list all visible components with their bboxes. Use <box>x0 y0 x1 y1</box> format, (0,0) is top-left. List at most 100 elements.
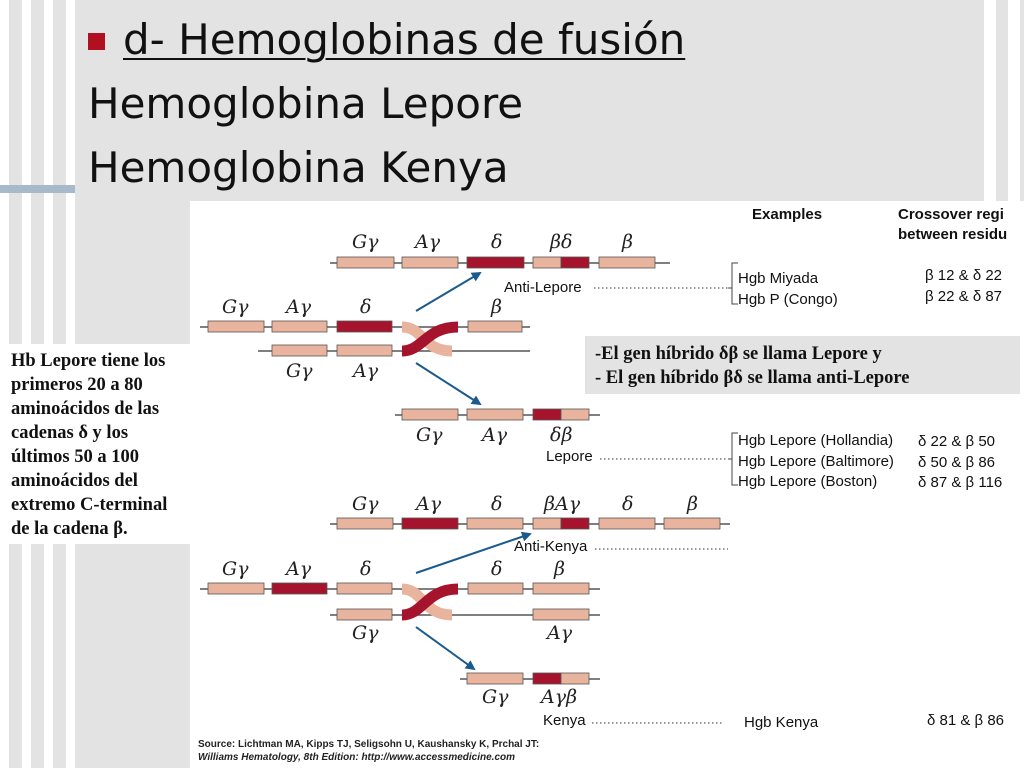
gene-box <box>336 582 393 595</box>
crossover-header-line2: between residu <box>898 226 1007 243</box>
label-a-gamma: Aγ <box>284 296 312 318</box>
title-lepore: Hemoglobina Lepore <box>88 79 524 128</box>
gene-box <box>207 582 265 595</box>
source-line1: Source: Lichtman MA, Kipps TJ, Seligsohn… <box>198 739 539 750</box>
hybrid-gene-box <box>560 256 590 269</box>
label-beta: β <box>621 231 633 253</box>
crossover-diagram: Examples Crossover regi between residu G… <box>198 206 1007 763</box>
label-g-gamma: Gγ <box>352 231 379 253</box>
gene-box <box>336 256 395 269</box>
arrow-to-anti-lepore <box>415 271 482 312</box>
bullet-title-line: d- Hemoglobinas de fusión <box>88 8 685 72</box>
gene-box <box>401 408 459 421</box>
crossover-strand <box>401 321 459 357</box>
arrow-to-kenya <box>415 626 476 671</box>
label-delta: δ <box>622 493 633 515</box>
note-line: aminoácidos del <box>11 471 138 491</box>
hybrid-gene-box <box>532 408 562 421</box>
label-a-gamma: Aγ <box>413 231 441 253</box>
note-line: cadenas δ y los <box>11 423 129 443</box>
crossover-residues: β 22 & δ 87 <box>925 288 1002 305</box>
label-delta: δ <box>360 296 371 318</box>
hybrid-gene-box <box>336 320 393 333</box>
note-line: primeros 20 a 80 <box>11 375 143 395</box>
label-beta-delta: βδ <box>549 231 572 253</box>
note-line: de la cadena β. <box>11 519 128 539</box>
label-delta: δ <box>491 493 502 515</box>
label-beta: β <box>490 296 502 318</box>
gene-box <box>466 672 524 685</box>
hybrid-gene-box <box>532 672 562 685</box>
title-kenya: Hemoglobina Kenya <box>88 143 509 192</box>
gene-box <box>532 256 562 269</box>
anti-lepore-label: Anti-Lepore <box>504 279 582 296</box>
example-name: Hgb P (Congo) <box>738 291 838 308</box>
label-beta-a-gamma: βAγ <box>543 493 581 515</box>
gene-box <box>271 320 328 333</box>
note-line: Hb Lepore tiene los <box>11 351 166 371</box>
label-a-gamma-beta: Aγβ <box>539 686 577 708</box>
label-delta-beta: δβ <box>550 424 572 446</box>
example-name: Hgb Kenya <box>744 714 819 731</box>
example-name: Hgb Miyada <box>738 270 819 287</box>
anti-lepore-examples: Hgb Miyada Hgb P (Congo) β 12 & δ 22 β 2… <box>738 267 1002 308</box>
label-g-gamma: Gγ <box>286 360 313 382</box>
kenya-label: Kenya <box>543 712 586 729</box>
label-g-gamma: Gγ <box>416 424 443 446</box>
gene-box <box>560 408 590 421</box>
gene-box <box>466 517 524 530</box>
gene-box <box>336 517 394 530</box>
label-g-gamma: Gγ <box>222 558 249 580</box>
arrow-to-lepore <box>415 362 482 406</box>
gene-box <box>336 344 393 357</box>
background-stripe <box>0 185 75 193</box>
crossover-figure: Examples Crossover regi between residu G… <box>190 201 1024 768</box>
label-beta: β <box>686 493 698 515</box>
label-g-gamma: Gγ <box>222 296 249 318</box>
example-name: Hgb Lepore (Boston) <box>738 473 877 490</box>
crossover-residues: β 12 & δ 22 <box>925 267 1002 284</box>
note-line: -El gen híbrido δβ se llama Lepore y <box>595 344 882 364</box>
bullet-square-icon <box>88 33 105 50</box>
label-delta: δ <box>491 558 502 580</box>
label-g-gamma: Gγ <box>352 493 379 515</box>
label-delta: δ <box>360 558 371 580</box>
label-g-gamma: Gγ <box>352 622 379 644</box>
bullet-title: d- Hemoglobinas de fusión <box>123 15 686 64</box>
crossover-residues: δ 22 & β 50 <box>918 433 995 450</box>
note-line: últimos 50 a 100 <box>11 447 139 467</box>
gene-box <box>271 344 328 357</box>
gene-box <box>532 517 562 530</box>
lepore-description-note: Hb Lepore tiene los primeros 20 a 80 ami… <box>0 344 246 544</box>
anti-kenya-label: Anti-Kenya <box>514 538 588 555</box>
note-line: - El gen híbrido βδ se llama anti-Lepore <box>595 368 910 388</box>
lepore-label: Lepore <box>546 448 593 465</box>
label-a-gamma: Aγ <box>351 360 379 382</box>
bracket <box>728 262 738 305</box>
note-line: extremo C-terminal <box>11 495 168 515</box>
label-a-gamma: Aγ <box>284 558 312 580</box>
label-g-gamma: Gγ <box>482 686 509 708</box>
hybrid-gene-note: -El gen híbrido δβ se llama Lepore y - E… <box>585 336 1020 394</box>
lepore-examples: Hgb Lepore (Hollandia) Hgb Lepore (Balti… <box>738 432 1002 491</box>
hybrid-gene-box <box>271 582 328 595</box>
gene-box <box>532 608 590 621</box>
label-a-gamma: Aγ <box>545 622 573 644</box>
kenya-examples: Hgb Kenya δ 81 & β 86 <box>744 712 1004 731</box>
gene-box <box>598 517 656 530</box>
example-name: Hgb Lepore (Baltimore) <box>738 453 894 470</box>
source-line2: Williams Hematology, 8th Edition: http:/… <box>198 752 515 763</box>
gene-box <box>467 582 524 595</box>
gene-box <box>532 582 590 595</box>
hybrid-gene-box <box>466 256 525 269</box>
gene-box <box>336 608 393 621</box>
gene-box <box>207 320 265 333</box>
gene-box <box>401 256 459 269</box>
gene-box <box>663 517 721 530</box>
gene-box <box>560 672 590 685</box>
slide-title: d- Hemoglobinas de fusión Hemoglobina Le… <box>88 8 685 200</box>
gene-box <box>466 408 524 421</box>
note-line: aminoácidos de las <box>11 399 160 419</box>
crossover-residues: δ 87 & β 116 <box>918 474 1002 491</box>
gene-box <box>598 256 656 269</box>
